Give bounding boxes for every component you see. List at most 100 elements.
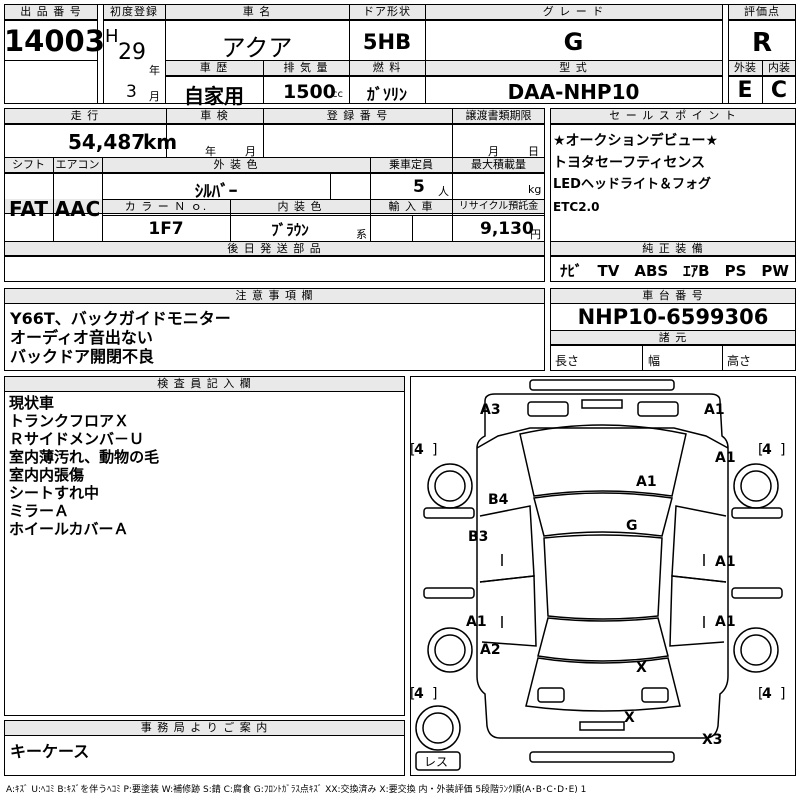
- damage-mark: X: [624, 710, 635, 726]
- damage-mark: B3: [468, 529, 488, 545]
- interior-grade: C: [770, 78, 788, 103]
- legend: A:ｷｽﾞ U:ﾍｺﾐ B:ｷｽﾞを伴うﾍｺﾐ P:要塗装 W:補修跡 S:錆 …: [6, 785, 587, 795]
- tire-depth-front-left: 4: [414, 442, 424, 458]
- notes: Y66T、バックガイドモニター オーディオ音出ない バックドア開閉不良: [10, 309, 231, 366]
- inspector-line: 室内薄汚れ、動物の毛: [9, 448, 160, 466]
- damage-mark: G: [626, 518, 638, 534]
- interior-color: ﾌﾞﾗｳﾝ: [271, 221, 309, 239]
- model-label: 型 式: [559, 61, 588, 74]
- door-type: 5HB: [362, 30, 412, 54]
- inspector-notes: 現状車 トランクフロアＸ Ｒサイドメンバ－Ｕ 室内薄汚れ、動物の毛 室内内張傷 …: [9, 394, 159, 538]
- sales-points: ★オークションデビュー★ トヨタセーフティセンス LEDヘッドライト＆フォグ E…: [553, 130, 718, 218]
- damage-mark: A1: [715, 554, 736, 570]
- damage-mark: A3: [480, 402, 501, 418]
- inspection-label: 車 検: [200, 109, 229, 122]
- interior-color-label: 内 装 色: [277, 200, 323, 213]
- damage-mark: A1: [715, 614, 736, 630]
- note-line: バックドア開閉不良: [10, 347, 155, 366]
- office-text: キーケース: [10, 742, 90, 761]
- damage-mark: A1: [715, 450, 736, 466]
- max-load-label: 最大積載量: [471, 158, 526, 171]
- exterior-grade: E: [737, 78, 753, 103]
- max-load-unit: kg: [528, 183, 542, 196]
- spec-label: 諸 元: [658, 331, 688, 344]
- equipment: ﾅﾋﾞ TV ABS ｴｱB PS PW: [560, 262, 789, 280]
- fuel: ｶﾞｿﾘﾝ: [366, 85, 407, 104]
- length-label: 長さ: [555, 354, 580, 368]
- inspector-line: 現状車: [9, 394, 55, 412]
- note-line: オーディオ音出ない: [10, 328, 153, 347]
- sales-point-line: ETC2.0: [553, 200, 600, 214]
- svg-text:]: ]: [432, 686, 437, 702]
- office-label: 事 務 局 よ り ご 案 内: [140, 721, 269, 734]
- svg-text:[: [: [410, 686, 415, 702]
- capacity: 5: [413, 177, 425, 197]
- displacement-label: 排 気 量: [283, 61, 329, 74]
- year-unit: 年: [149, 64, 160, 77]
- recycle-unit: 円: [530, 228, 541, 241]
- car-name-label: 車 名: [242, 5, 272, 18]
- damage-mark: X: [636, 660, 647, 676]
- car-name: アクア: [221, 34, 293, 62]
- fuel-label: 燃 料: [372, 61, 402, 74]
- registration-number-label: 登 録 番 号: [326, 109, 389, 122]
- lot-number-label: 出 品 番 号: [20, 5, 82, 18]
- door-type-label: ドア形状: [363, 5, 411, 18]
- capacity-label: 乗車定員: [389, 158, 433, 171]
- model: DAA-NHP10: [507, 80, 640, 104]
- tire-depth-rear-left: 4: [414, 686, 424, 702]
- damage-mark: A1: [704, 402, 725, 418]
- history: 自家用: [184, 84, 244, 108]
- month-unit: 月: [149, 90, 160, 103]
- exterior-color: ｼﾙﾊﾞｰ: [194, 182, 238, 202]
- mileage-label: 走 行: [70, 109, 100, 122]
- height-label: 高さ: [727, 354, 752, 368]
- later-parts-label: 後 日 発 送 部 品: [227, 242, 322, 255]
- first-reg-year: 29: [118, 40, 146, 65]
- svg-text:]: ]: [780, 442, 785, 458]
- damage-diagram-box: [410, 376, 796, 776]
- car-diagram: 4 4 4 4 レス A3 A1 A1 A1 B4 G B3 A1 A1 A1 …: [410, 379, 785, 771]
- svg-text:]: ]: [780, 686, 785, 702]
- sales-point-line: トヨタセーフティセンス: [553, 155, 706, 171]
- exterior-label: 外装: [734, 61, 756, 74]
- era: H: [105, 26, 119, 47]
- tire-depth-front-right: 4: [762, 442, 772, 458]
- color-number-label: カ ラ ー Ｎ ｏ.: [124, 200, 208, 213]
- color-number: 1F7: [148, 219, 184, 239]
- first-reg-month: 3: [126, 82, 137, 102]
- svg-text:[: [: [410, 442, 415, 458]
- svg-text:[: [: [758, 442, 763, 458]
- recycle-deposit: 9,130: [480, 219, 534, 239]
- svg-text:[: [: [758, 686, 763, 702]
- interior-label: 内装: [768, 61, 790, 74]
- lot-number: 14003: [4, 24, 105, 58]
- chassis-number: NHP10-6599306: [577, 305, 769, 329]
- tire-depth-rear-right: 4: [762, 686, 772, 702]
- mileage-unit: km: [143, 130, 178, 154]
- spare-label: レス: [424, 755, 448, 769]
- mileage: 54,487: [68, 130, 146, 154]
- notes-label: 注 意 事 項 欄: [235, 289, 314, 302]
- width-label: 幅: [648, 354, 661, 368]
- damage-mark: A2: [480, 642, 501, 658]
- transfer-month-unit: 月: [488, 145, 499, 158]
- chassis-number-label: 車 台 番 号: [642, 289, 704, 302]
- inspector-line: ミラーＡ: [9, 502, 70, 520]
- inspector-line: Ｒサイドメンバ－Ｕ: [9, 430, 145, 448]
- inspector-line: ホイールカバーＡ: [9, 520, 129, 538]
- note-line: Y66T、バックガイドモニター: [10, 309, 231, 328]
- import-label: 輸 入 車: [388, 200, 434, 213]
- inspector-line: 室内内張傷: [9, 466, 85, 484]
- interior-color-unit: 系: [356, 228, 367, 241]
- inspector-line: トランクフロアＸ: [9, 412, 130, 430]
- first-registration-label: 初度登録: [110, 5, 158, 18]
- exterior-color-label: 外 装 色: [213, 158, 259, 171]
- displacement: 1500: [283, 81, 336, 103]
- inspection-month-unit: 月: [245, 145, 256, 158]
- displacement-unit: cc: [332, 89, 343, 100]
- svg-text:]: ]: [432, 442, 437, 458]
- inspection-year-unit: 年: [205, 145, 216, 158]
- inspector-line: シートすれ中: [9, 484, 100, 502]
- equipment-label: 純 正 装 備: [642, 242, 704, 255]
